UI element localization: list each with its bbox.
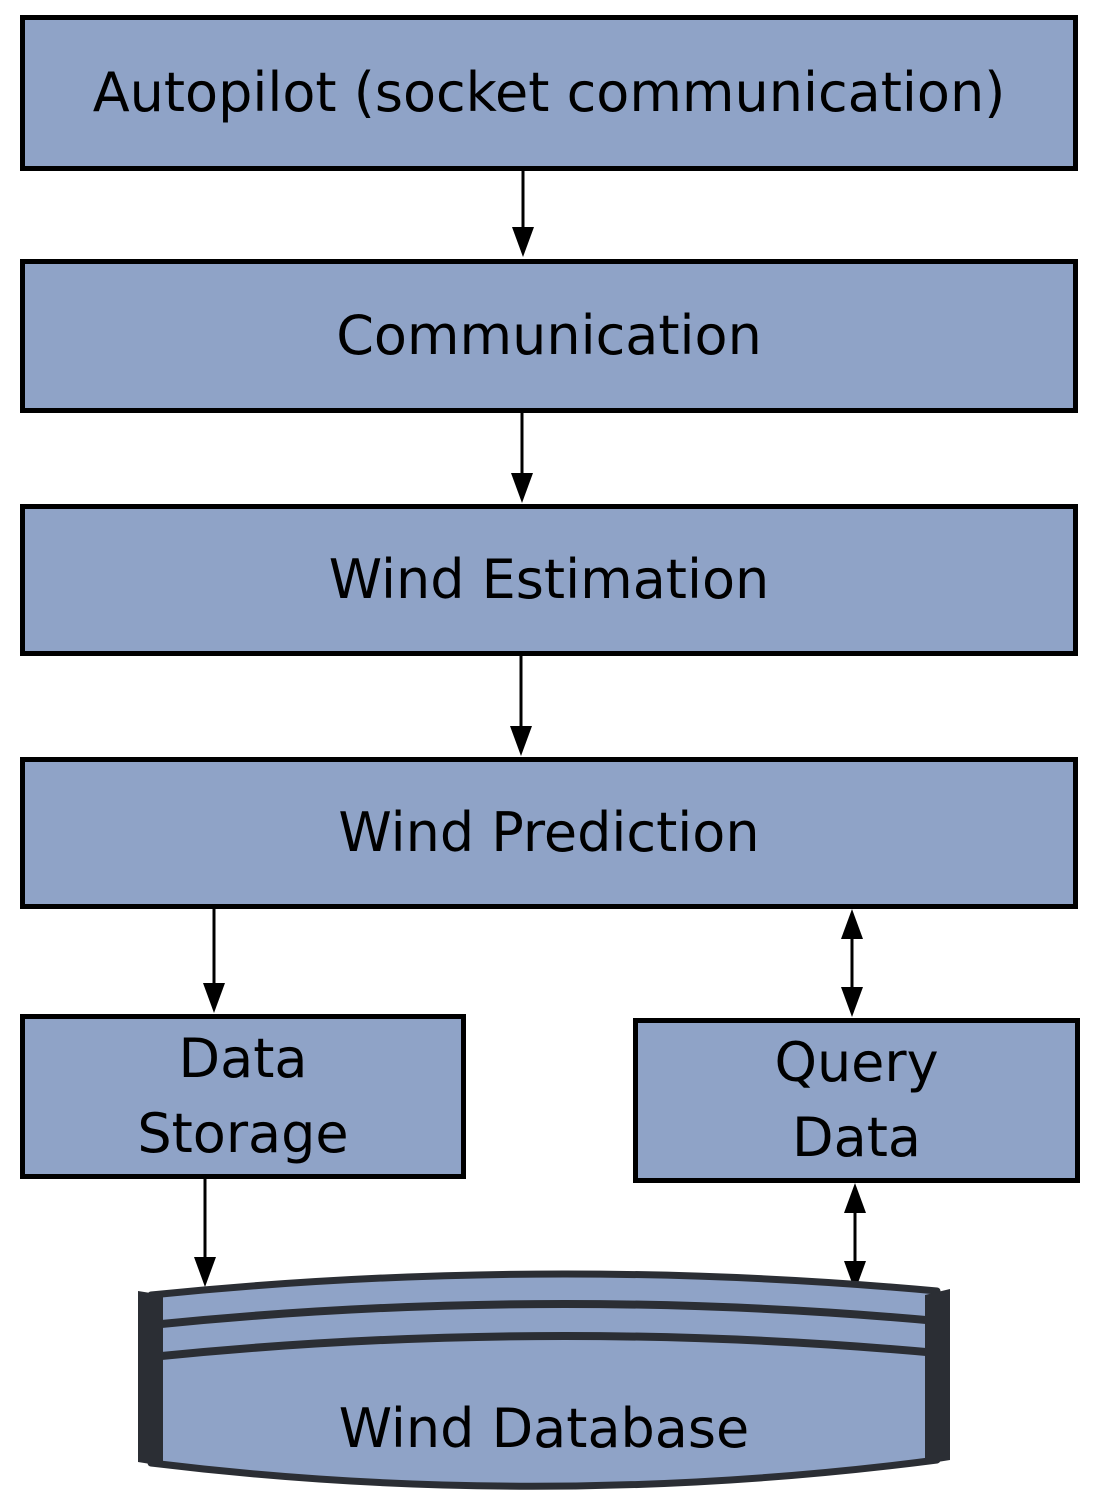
node-wind-estimation-label: Wind Estimation <box>328 547 770 611</box>
arrow-line <box>212 909 216 1009</box>
arrow-line <box>853 1189 857 1287</box>
arrow-wind-prediction-to-data-storage <box>201 909 227 1013</box>
node-wind-prediction: Wind Prediction <box>20 757 1078 909</box>
arrow-line <box>520 413 524 499</box>
arrow-line <box>521 171 525 253</box>
arrow-data-storage-to-wind-database <box>192 1179 218 1287</box>
node-query-data: Query Data <box>633 1018 1080 1183</box>
node-wind-prediction-label: Wind Prediction <box>338 800 760 864</box>
arrow-autopilot-to-communication <box>510 171 536 257</box>
arrow-wind-estimation-to-wind-prediction <box>508 656 534 756</box>
database-right-edge <box>925 1289 950 1464</box>
node-autopilot-label: Autopilot (socket communication) <box>92 60 1006 124</box>
node-wind-estimation: Wind Estimation <box>20 504 1078 656</box>
arrow-query-data-wind-database-bidirectional <box>842 1183 868 1291</box>
arrowhead-up-icon <box>844 1183 866 1213</box>
arrowhead-down-icon <box>512 227 534 257</box>
database-layer-arc <box>147 1331 941 1361</box>
arrowhead-down-icon <box>203 983 225 1013</box>
node-query-data-label-line2: Data <box>792 1105 921 1169</box>
node-data-storage: Data Storage <box>20 1014 466 1179</box>
arrow-line <box>850 915 854 1013</box>
database-cylinder-icon <box>138 1270 950 1490</box>
arrowhead-down-icon <box>511 473 533 503</box>
arrowhead-down-icon <box>194 1257 216 1287</box>
node-autopilot: Autopilot (socket communication) <box>20 15 1078 171</box>
arrow-line <box>519 656 523 752</box>
database-left-edge <box>138 1291 163 1466</box>
node-wind-database-label: Wind Database <box>338 1396 750 1460</box>
node-query-data-label-line1: Query <box>774 1030 939 1094</box>
node-data-storage-label-line2: Storage <box>137 1101 349 1165</box>
node-communication-label: Communication <box>336 303 762 367</box>
arrow-line <box>203 1179 207 1283</box>
node-data-storage-label-line1: Data <box>178 1026 308 1090</box>
arrowhead-down-icon <box>841 987 863 1017</box>
arrowhead-down-icon <box>510 726 532 756</box>
node-communication: Communication <box>20 259 1078 413</box>
arrow-wind-prediction-query-data-bidirectional <box>839 909 865 1017</box>
arrow-communication-to-wind-estimation <box>509 413 535 503</box>
database-layer-arc <box>147 1299 941 1329</box>
arrowhead-up-icon <box>841 909 863 939</box>
